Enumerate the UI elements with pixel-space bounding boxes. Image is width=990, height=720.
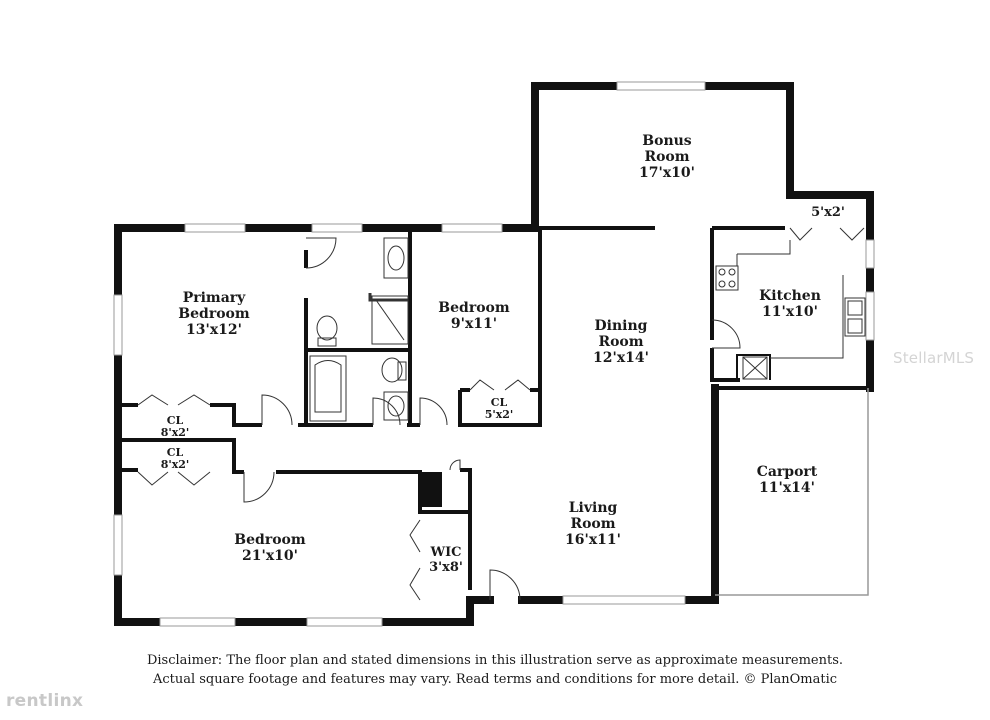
closet2-name: CL xyxy=(167,446,184,459)
living-room-name-2: Room xyxy=(570,516,615,532)
pantry-dim: 5'x2' xyxy=(811,205,845,220)
stellar-watermark: StellarMLS xyxy=(893,349,975,367)
bedroom-small-name: Bedroom xyxy=(438,300,510,316)
primary-bedroom-name-1: Primary xyxy=(183,290,246,306)
living-room-dim: 16'x11' xyxy=(565,532,621,548)
primary-bedroom-dim: 13'x12' xyxy=(186,322,242,338)
disclaimer-line-2: Actual square footage and features may v… xyxy=(152,672,838,687)
wic-dim: 3'x8' xyxy=(429,560,463,575)
room-labels: Bonus Room 17'x10' Primary Bedroom 13'x1… xyxy=(161,133,845,575)
column-block xyxy=(420,472,442,507)
closet2-dim: 8'x2' xyxy=(161,458,190,471)
fixtures xyxy=(309,237,866,422)
closet3-dim: 5'x2' xyxy=(485,408,514,421)
bonus-room-name-2: Room xyxy=(644,149,689,165)
bonus-room-name-1: Bonus xyxy=(642,133,692,149)
bonus-room-dim: 17'x10' xyxy=(639,165,695,181)
living-room-name-1: Living xyxy=(569,500,618,516)
carport-name: Carport xyxy=(757,464,818,480)
dining-room-name-2: Room xyxy=(598,334,643,350)
interior-walls xyxy=(118,226,870,590)
carport-dim: 11'x14' xyxy=(759,480,815,496)
dining-room-dim: 12'x14' xyxy=(593,350,649,366)
kitchen-dim: 11'x10' xyxy=(762,304,818,320)
wic-name: WIC xyxy=(429,545,461,560)
disclaimer-line-1: Disclaimer: The floor plan and stated di… xyxy=(146,653,844,668)
exterior-walls xyxy=(114,82,874,626)
kitchen-name: Kitchen xyxy=(759,288,821,304)
windows xyxy=(113,81,875,627)
bifold-doors xyxy=(137,227,865,601)
bedroom-large-dim: 21'x10' xyxy=(242,548,298,564)
bedroom-small-dim: 9'x11' xyxy=(451,316,497,332)
disclaimer: Disclaimer: The floor plan and stated di… xyxy=(0,651,990,689)
bedroom-large-name: Bedroom xyxy=(234,532,306,548)
closet1-dim: 8'x2' xyxy=(161,426,190,439)
dining-room-name-1: Dining xyxy=(595,318,648,334)
floor-plan: Bonus Room 17'x10' Primary Bedroom 13'x1… xyxy=(113,81,875,627)
closet1-name: CL xyxy=(167,414,184,427)
rentlinx-watermark: rentlinx xyxy=(6,691,84,711)
closet3-name: CL xyxy=(491,396,508,409)
carport-outline xyxy=(715,388,869,596)
primary-bedroom-name-2: Bedroom xyxy=(178,306,250,322)
